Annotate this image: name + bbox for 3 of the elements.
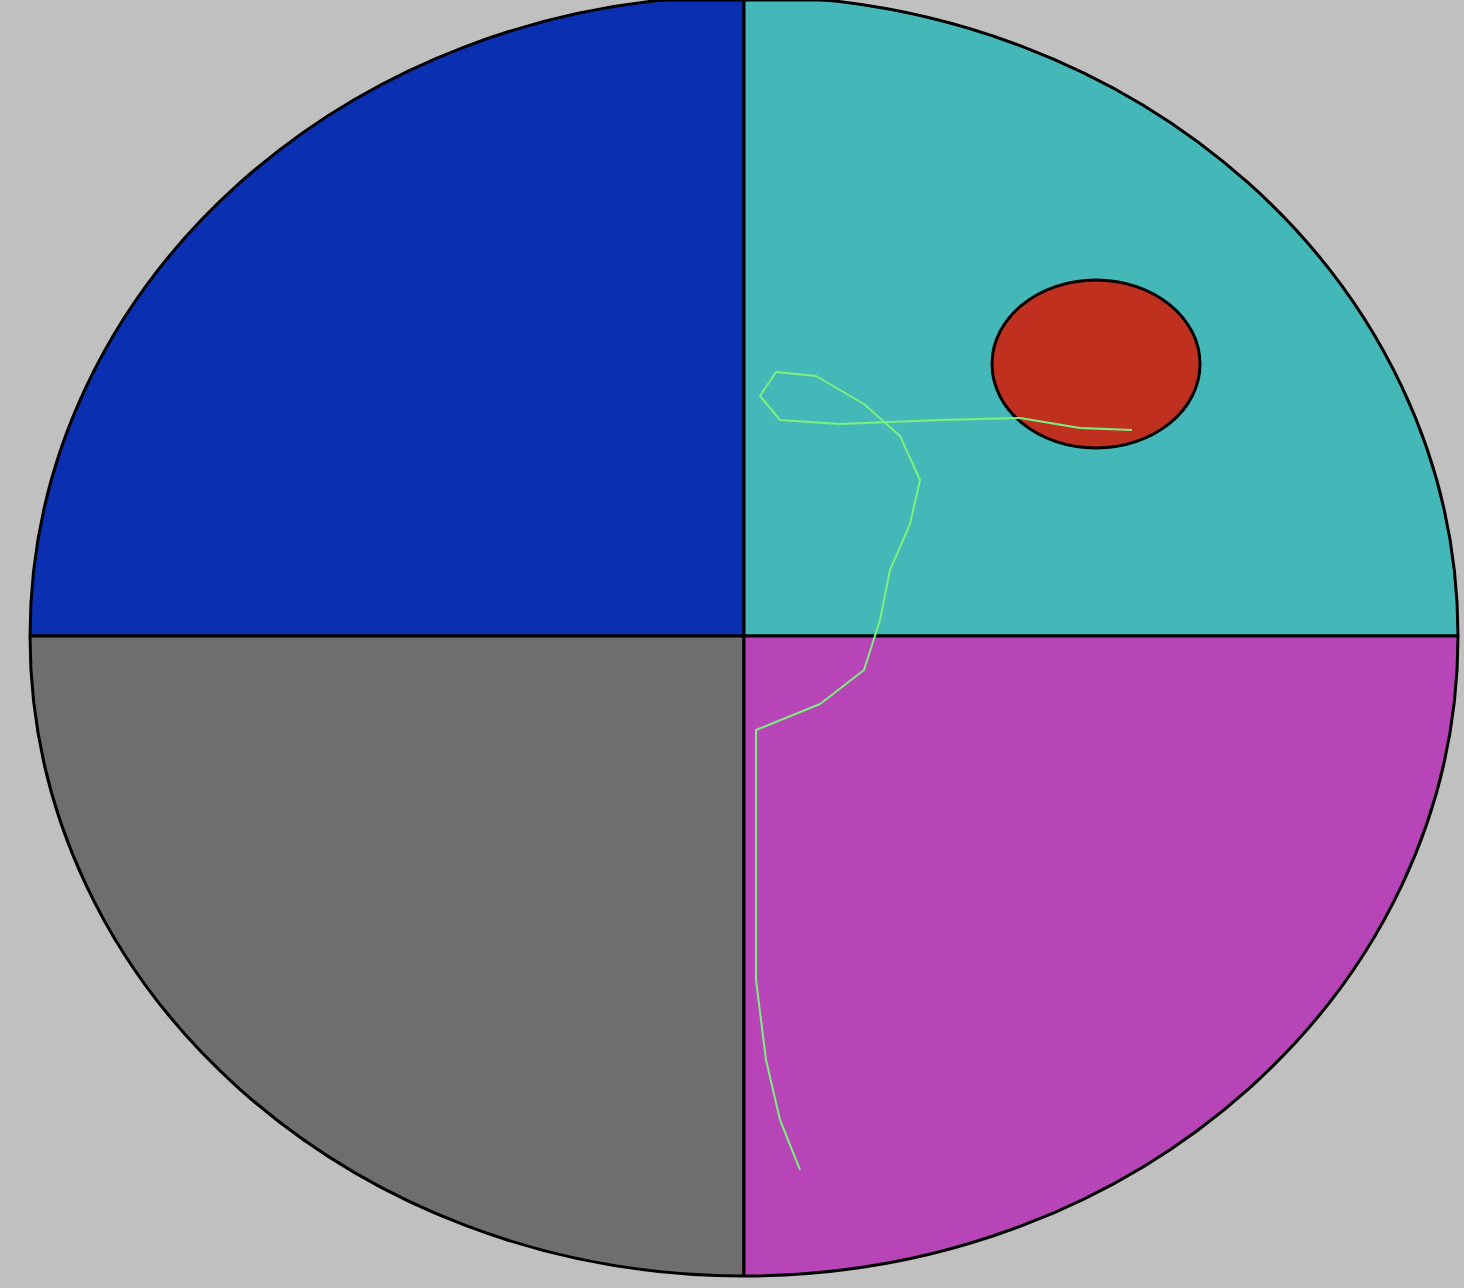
pool-outline: [28, 0, 1460, 1278]
platform: [990, 278, 1202, 450]
swim-path: [755, 371, 1133, 1171]
